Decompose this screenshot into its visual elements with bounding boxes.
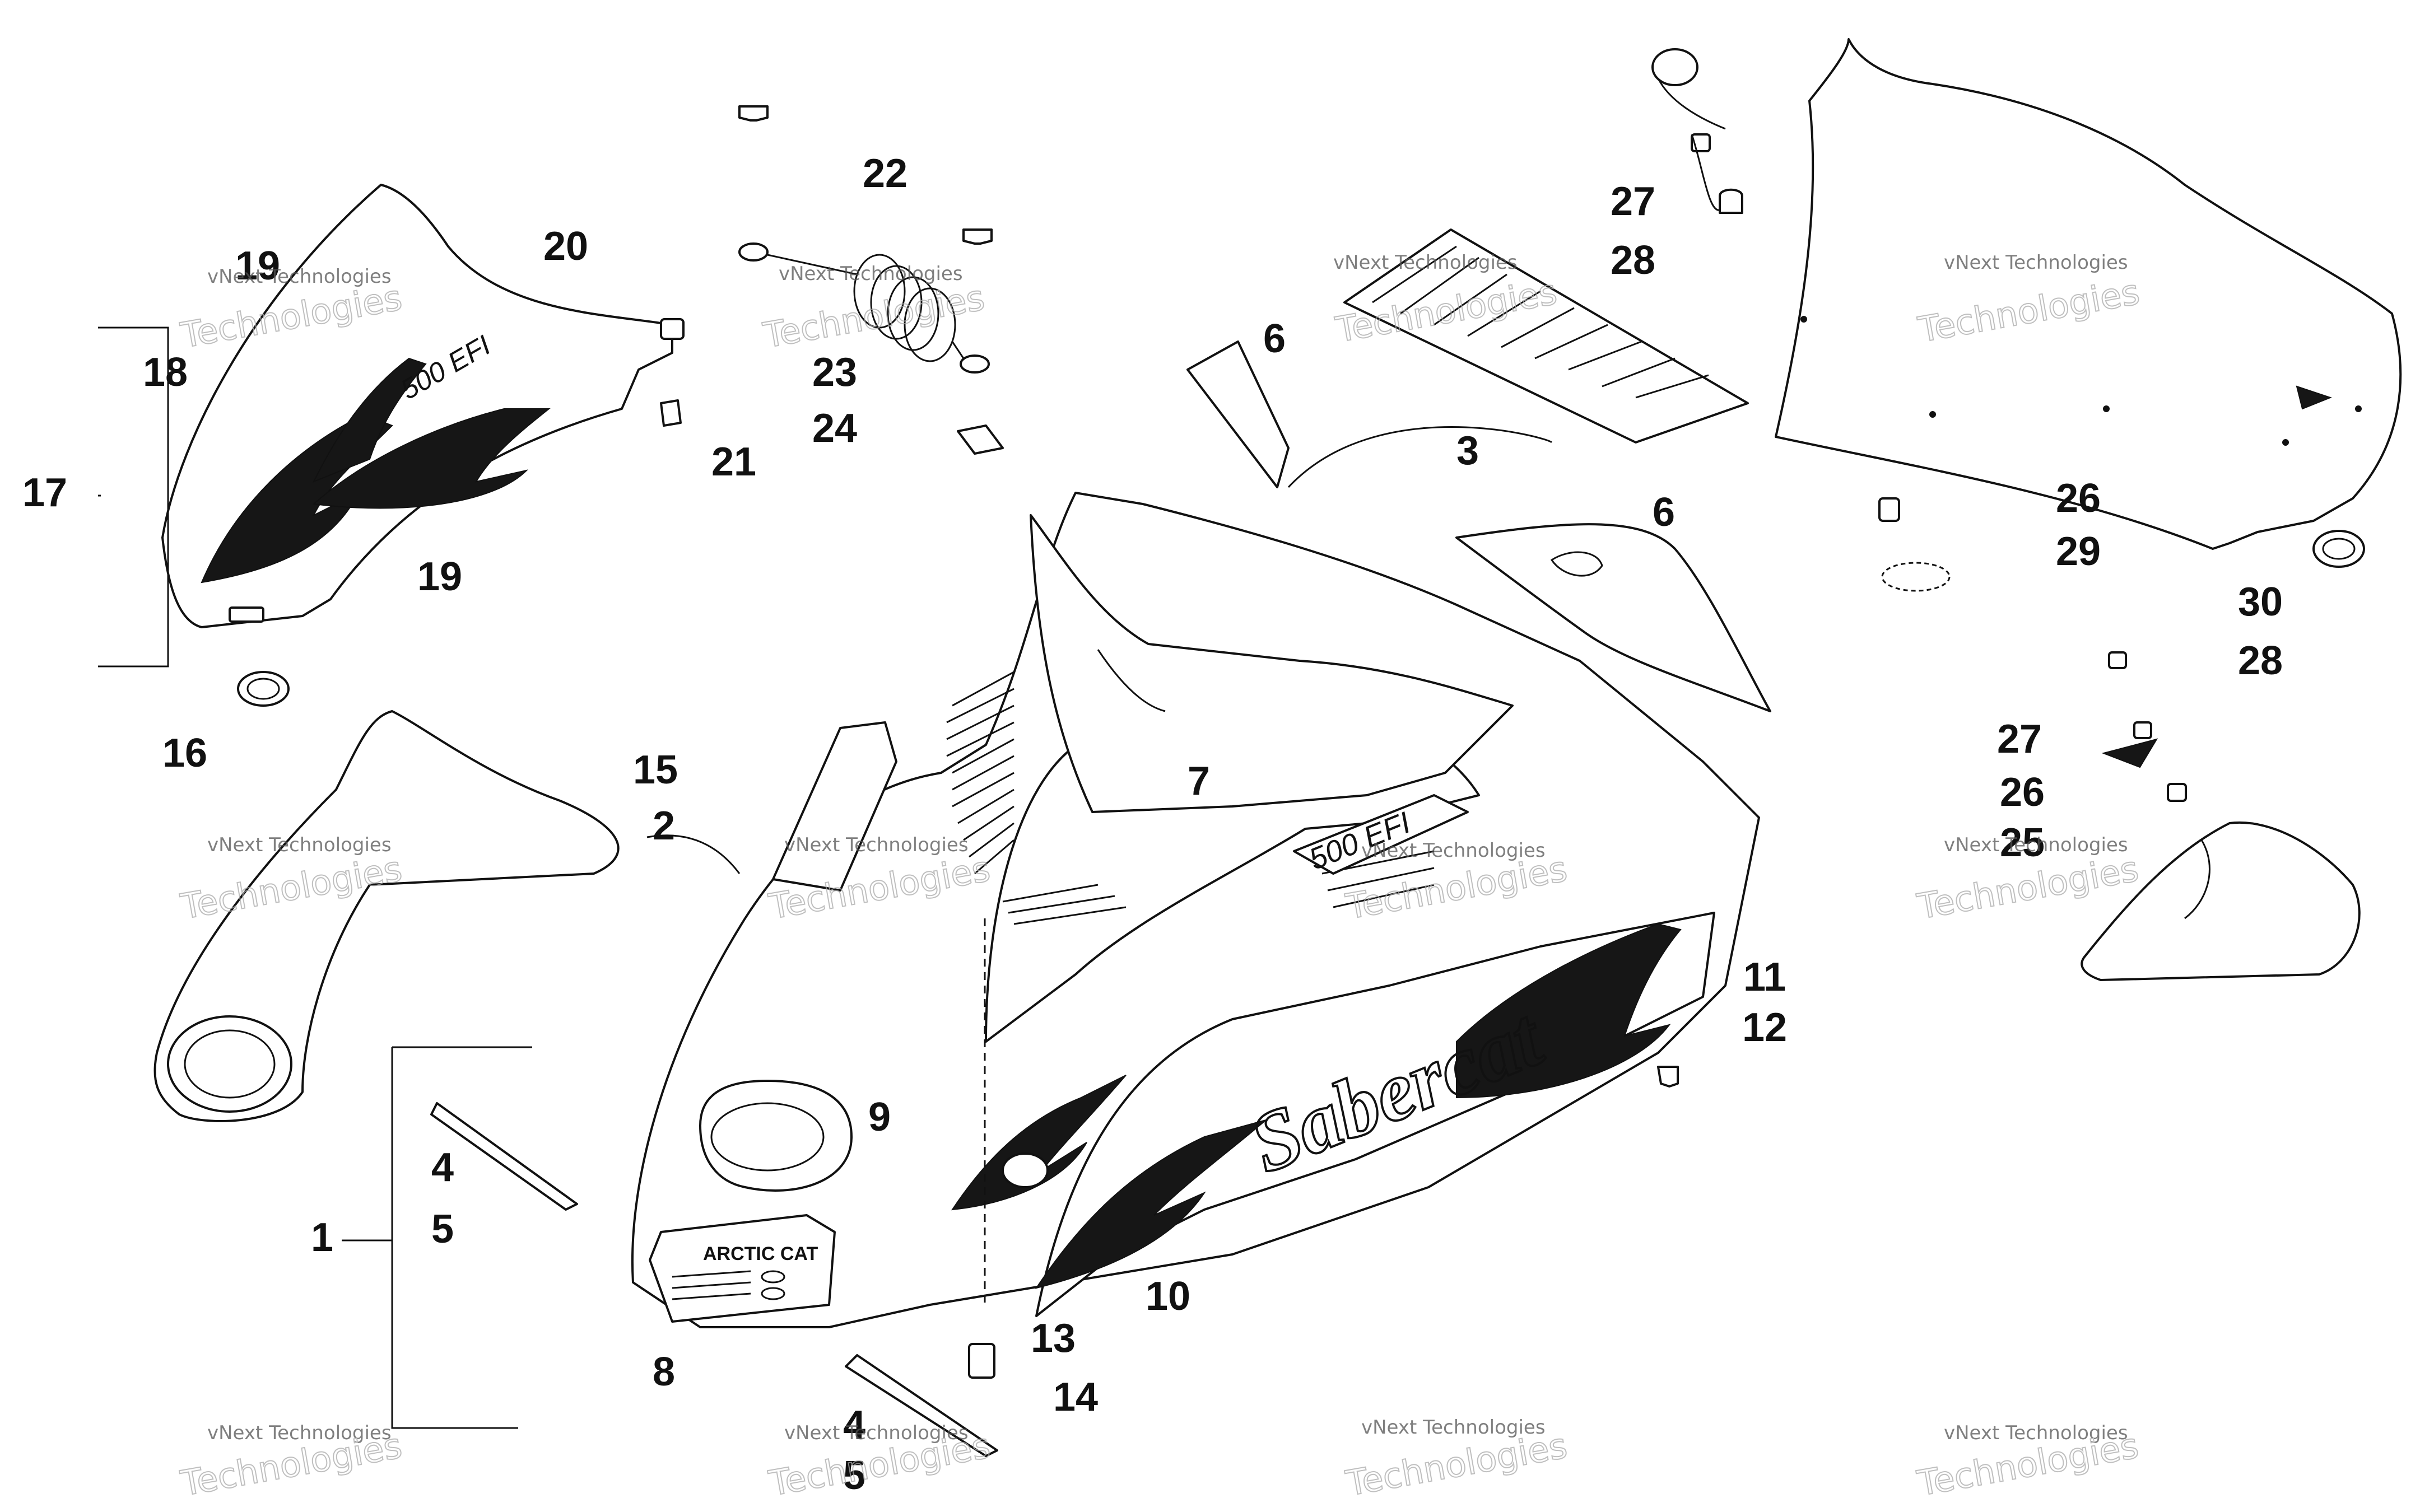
svg-text:vNext Technologies: vNext Technologies [1361, 1416, 1546, 1439]
callout-26a: 26 [2056, 476, 2101, 521]
hood: ARCTIC CAT Sabercat 500 EFI [631, 492, 1760, 1328]
svg-text:vNext Technologies: vNext Technologies [784, 1422, 969, 1444]
vent-louvers [946, 671, 1435, 925]
callout-5a: 5 [431, 1207, 454, 1252]
callout-18: 18 [143, 350, 188, 395]
callout-30: 30 [2238, 580, 2283, 624]
callout-9: 9 [868, 1095, 891, 1140]
callout-21: 21 [711, 440, 756, 484]
callout-10: 10 [1146, 1274, 1190, 1319]
seat-pad [153, 710, 620, 1122]
callout-16: 16 [162, 731, 207, 776]
callout-25: 25 [2000, 820, 2045, 865]
callout-15: 15 [633, 748, 678, 792]
svg-text:vNext Technologies: vNext Technologies [1333, 251, 1518, 274]
callout-27b: 27 [1997, 717, 2042, 762]
dash-decal [1343, 228, 1749, 444]
leader-lines [98, 78, 1726, 1429]
svg-text:vNext Technologies: vNext Technologies [779, 263, 963, 285]
callout-13: 13 [1031, 1316, 1076, 1361]
callout-28b: 28 [2238, 638, 2283, 683]
callout-4a: 4 [431, 1145, 454, 1190]
callout-12: 12 [1742, 1005, 1787, 1050]
callout-labels: 1 2 3 4 5 4 5 6 6 7 8 9 10 11 12 13 14 1… [22, 151, 2283, 1498]
mirror-decal-left [1186, 340, 1290, 488]
callout-22: 22 [863, 151, 908, 196]
mirror [2081, 821, 2361, 981]
svg-text:vNext Technologies: vNext Technologies [784, 834, 969, 856]
nose-vents [672, 1270, 785, 1300]
callout-4b: 4 [843, 1403, 865, 1448]
callout-1: 1 [311, 1215, 333, 1260]
svg-text:vNext Technologies: vNext Technologies [207, 1422, 392, 1444]
arctic-cat-logo: ARCTIC CAT [703, 1243, 818, 1264]
callout-19a: 19 [235, 244, 280, 288]
svg-text:vNext Technologies: vNext Technologies [207, 834, 392, 856]
dash-decal-stripes [1372, 245, 1709, 399]
windshield [1775, 38, 2402, 550]
callout-23: 23 [812, 350, 857, 395]
svg-text:vNext Technologies: vNext Technologies [1944, 834, 2128, 856]
mirror-decal-right [1455, 523, 1771, 712]
callout-14: 14 [1053, 1375, 1098, 1420]
callout-3: 3 [1456, 428, 1479, 473]
callout-7: 7 [1188, 759, 1210, 804]
callout-26b: 26 [2000, 770, 2045, 815]
callout-17: 17 [22, 470, 67, 515]
callout-24: 24 [812, 406, 857, 451]
callout-2: 2 [653, 804, 675, 848]
callout-28a: 28 [1611, 238, 1655, 283]
svg-text:vNext Technologies: vNext Technologies [1944, 251, 2128, 274]
callout-19b: 19 [417, 554, 462, 599]
windshield-arrow-decal [2296, 385, 2332, 410]
callout-11: 11 [1743, 955, 1786, 1000]
svg-text:vNext Technologies: vNext Technologies [1944, 1422, 2128, 1444]
callout-5b: 5 [843, 1453, 865, 1498]
callout-29: 29 [2056, 529, 2101, 574]
callout-20: 20 [543, 224, 588, 269]
callout-6a: 6 [1263, 316, 1286, 361]
callout-6b: 6 [1653, 490, 1675, 535]
svg-text:vNext Technologies: vNext Technologies [1361, 839, 1546, 862]
callout-27a: 27 [1611, 179, 1655, 224]
callout-8: 8 [653, 1350, 675, 1394]
cable-spring [767, 254, 965, 362]
svg-text:vNext Technologies: vNext Technologies [207, 265, 392, 288]
